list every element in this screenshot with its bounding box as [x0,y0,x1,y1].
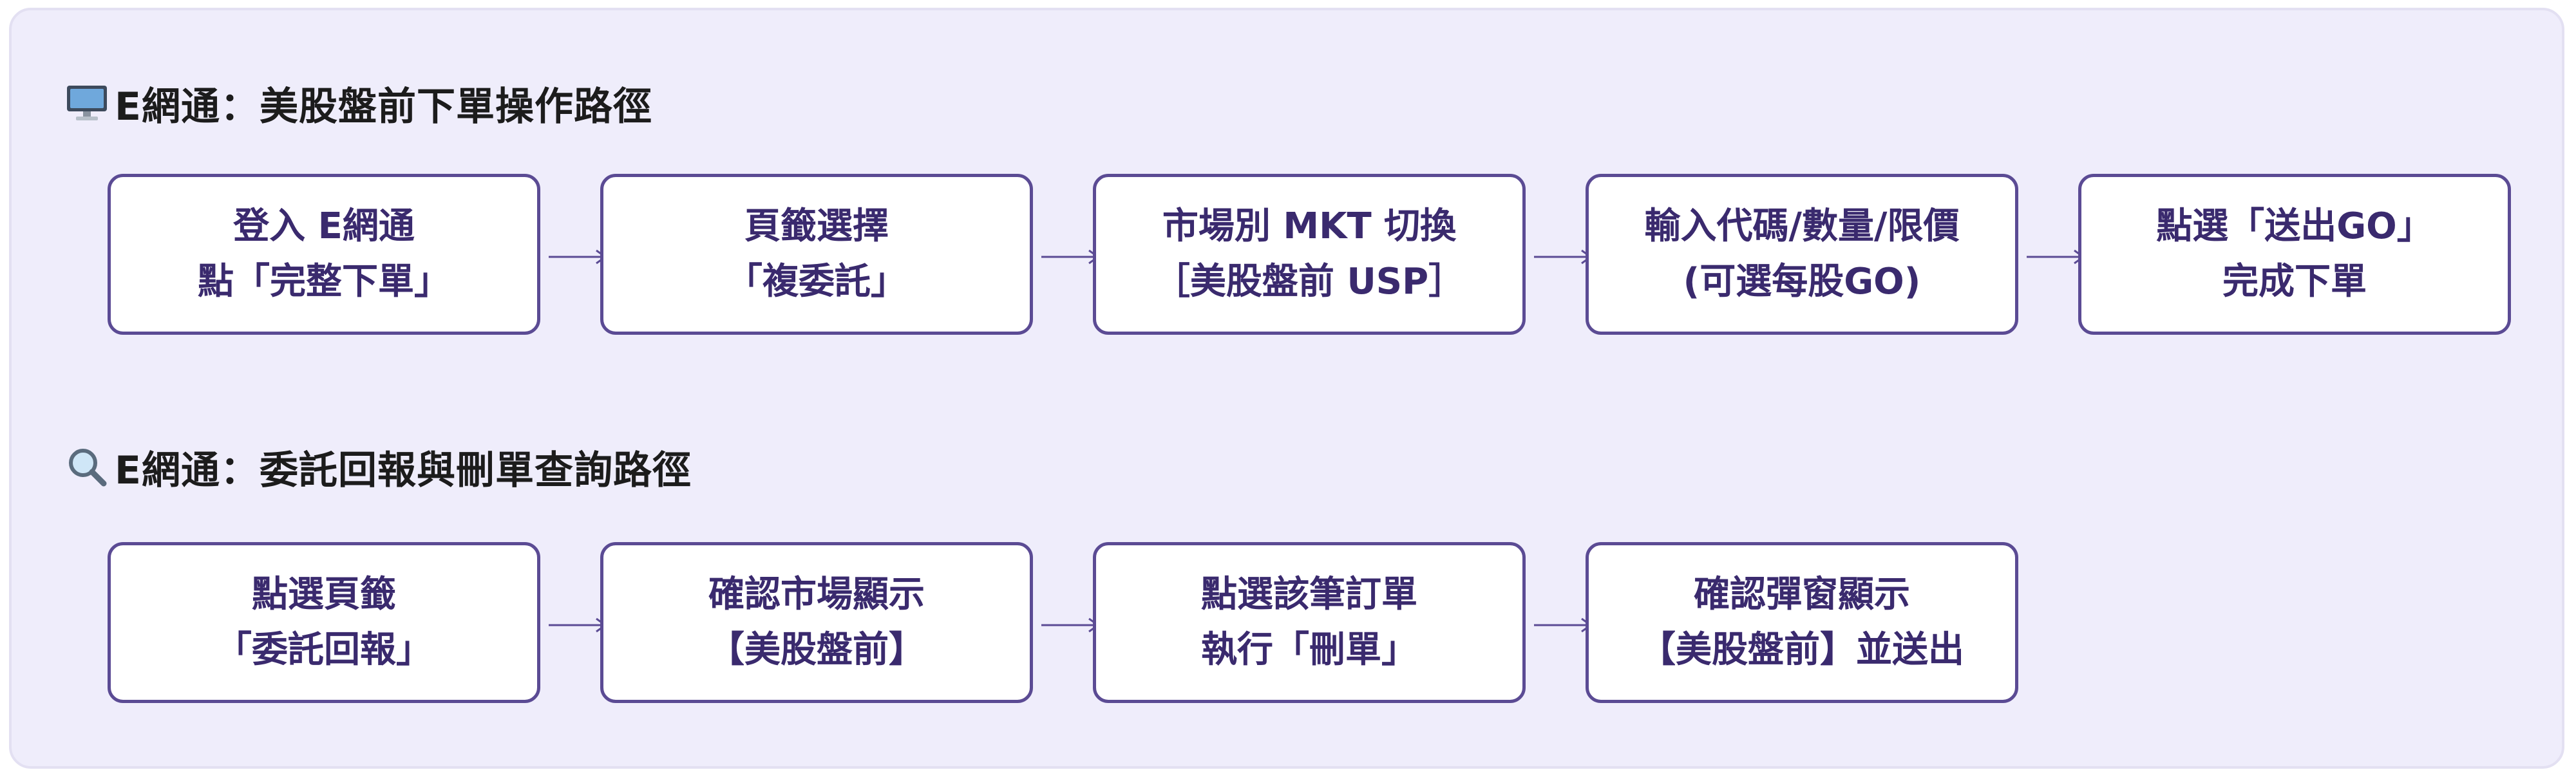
step-submit: 點選「送出GO」 完成下單 [2078,174,2511,335]
step-line: 【美股盤前】 [708,629,925,671]
magnifying-glass-icon [64,444,109,489]
step-login: 登入 E網通 點「完整下單」 [108,174,540,335]
step-line: 完成下單 [2222,261,2367,303]
step-line: 點選該筆訂單 [1201,574,1417,615]
section-title-text: E網通：委託回報與刪單查詢路徑 [115,447,692,493]
step-switch-market: 市場別 MKT 切換 ［美股盤前 USP］ [1093,174,1526,335]
step-line: 確認市場顯示 [708,574,925,615]
step-line: (可選每股GO) [1683,261,1921,303]
step-line: 點選「送出GO」 [2156,205,2433,247]
step-line: 「委託回報」 [216,629,432,671]
step-line: 頁籤選擇 [744,205,889,247]
step-cancel-order: 點選該筆訂單 執行「刪單」 [1093,542,1526,703]
step-line: 點「完整下單」 [198,261,450,303]
section-title-text: E網通：美股盤前下單操作路徑 [115,84,652,129]
step-confirm-dialog: 確認彈窗顯示 【美股盤前】並送出 [1586,542,2018,703]
section-title-query: E網通：委託回報與刪單查詢路徑 [64,441,692,493]
step-line: 確認彈窗顯示 [1694,574,1910,615]
step-line: 輸入代碼/數量/限價 [1644,205,1960,247]
step-confirm-market: 確認市場顯示 【美股盤前】 [600,542,1033,703]
step-line: ［美股盤前 USP］ [1153,261,1465,303]
step-select-tab: 頁籤選擇 「複委託」 [600,174,1033,335]
section-title-order: E網通：美股盤前下單操作路徑 [64,77,652,129]
step-line: 「複委託」 [726,261,907,303]
step-select-report-tab: 點選頁籤 「委託回報」 [108,542,540,703]
step-line: 執行「刪單」 [1201,629,1417,671]
desktop-computer-icon [64,80,109,126]
step-line: 【美股盤前】並送出 [1640,629,1964,671]
step-line: 市場別 MKT 切換 [1162,205,1457,247]
step-line: 點選頁籤 [252,574,396,615]
step-line: 登入 E網通 [233,205,415,247]
step-enter-order: 輸入代碼/數量/限價 (可選每股GO) [1586,174,2018,335]
